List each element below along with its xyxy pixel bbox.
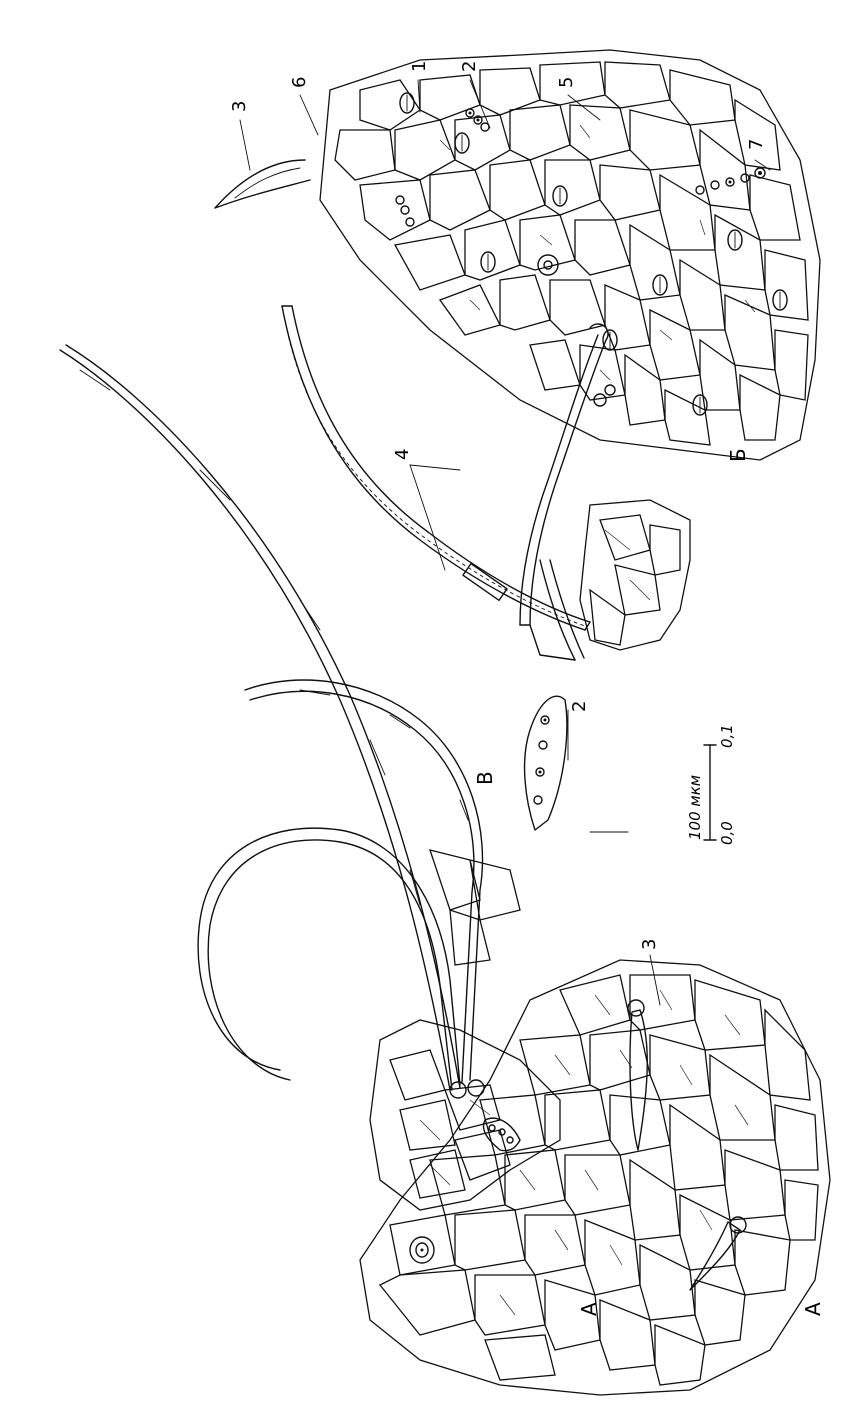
epidermis-panel-b [215,50,820,460]
label-a-upper: A [801,1302,825,1316]
scale-bar-unit: 100 мкм [686,775,704,840]
epidermis-cells-b [335,62,808,445]
stomata-b [400,93,787,415]
callout-2-mid: 2 [569,701,590,712]
callout-7: 7 [746,139,767,150]
stoma-a [410,1237,434,1263]
callout-4: 4 [392,449,413,460]
epidermis-panel-a [360,960,830,1395]
callout-3-top: 3 [229,101,250,112]
hairs-panel-b [282,306,608,660]
label-a-lower: A [577,1302,601,1316]
callout-1: 1 [409,61,430,72]
scale-bar-end: 0,1 [718,724,736,748]
conical-hairs-3-a [628,1000,746,1290]
glandular-hair-2-v [525,696,567,830]
label-v: В [473,771,497,785]
callout-labels: 1 2 5 6 3 7 4 Б В 2 3 A A [229,61,825,1316]
long-hairs-panel-v [60,345,484,1098]
callout-6: 6 [289,77,310,88]
epidermis-patch-b-lower [580,500,690,650]
scale-bar-start: 0,0 [718,821,736,845]
callout-2-top: 2 [459,61,480,72]
callout-3-bot: 3 [639,939,660,950]
callout-5: 5 [556,77,577,88]
label-b: Б [726,448,750,462]
scale-bar: 100 мкм 0,0 0,1 [686,724,736,845]
conical-hair-3-b [215,160,310,208]
